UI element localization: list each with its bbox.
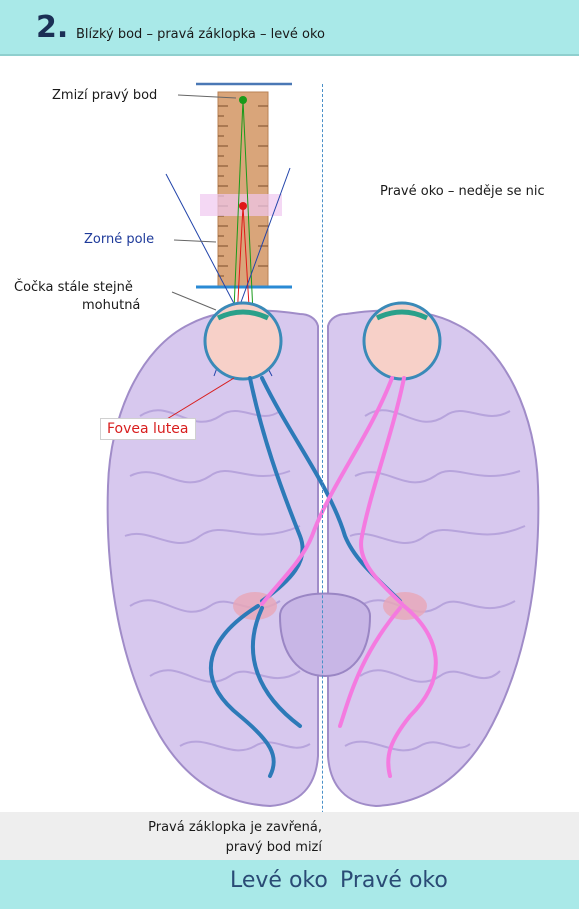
header-number: 2.: [36, 10, 68, 45]
label-fovea: Fovea lutea: [100, 418, 196, 440]
left-hemisphere: [108, 310, 318, 806]
bottom-note-line2: pravý bod mizí: [2, 838, 322, 858]
bottom-note-line1: Pravá záklopka je zavřená,: [2, 818, 322, 838]
header-title: Blízký bod – pravá záklopka – levé oko: [76, 27, 325, 42]
label-lens-line1: Čočka stále stejně: [14, 280, 133, 295]
header-band: 2. Blízký bod – pravá záklopka – levé ok…: [0, 0, 579, 54]
footer-left-eye: Levé oko: [230, 868, 328, 893]
midline-divider: [322, 84, 323, 909]
label-right-point: Zmizí pravý bod: [52, 88, 157, 103]
footer-right-eye: Pravé oko: [340, 868, 448, 893]
footer-band: Levé oko Pravé oko: [0, 860, 579, 909]
label-right-eye-note: Pravé oko – neděje se nic: [380, 184, 545, 199]
ruler: [218, 92, 268, 288]
label-visual-field: Zorné pole: [84, 232, 154, 247]
bottom-note: Pravá záklopka je zavřená, pravý bod miz…: [2, 818, 322, 858]
brain-diagram: [0, 56, 579, 812]
label-lens-line2: mohutná: [82, 298, 140, 313]
